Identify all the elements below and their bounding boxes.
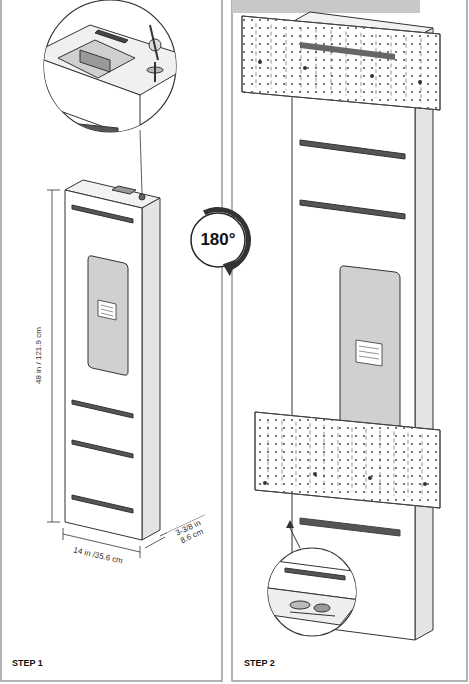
dimension-label: 14 in /35.6 cm xyxy=(72,546,125,567)
rotation-badge: 180° xyxy=(191,213,245,267)
dimension-line xyxy=(47,190,205,558)
rotation-text: 180° xyxy=(200,230,235,250)
mounting-bracket xyxy=(242,16,440,536)
header-bar xyxy=(232,0,420,13)
detail-inset xyxy=(250,520,360,636)
dimension-label: 48 in / 121.9 cm xyxy=(33,327,42,386)
step-label: STEP 2 xyxy=(243,658,276,668)
fireplace-box-front xyxy=(65,180,160,540)
dimension-label: 3-3/8 in 8.6 cm xyxy=(167,515,213,549)
step-label: STEP 1 xyxy=(11,658,44,668)
detail-inset xyxy=(30,0,200,193)
